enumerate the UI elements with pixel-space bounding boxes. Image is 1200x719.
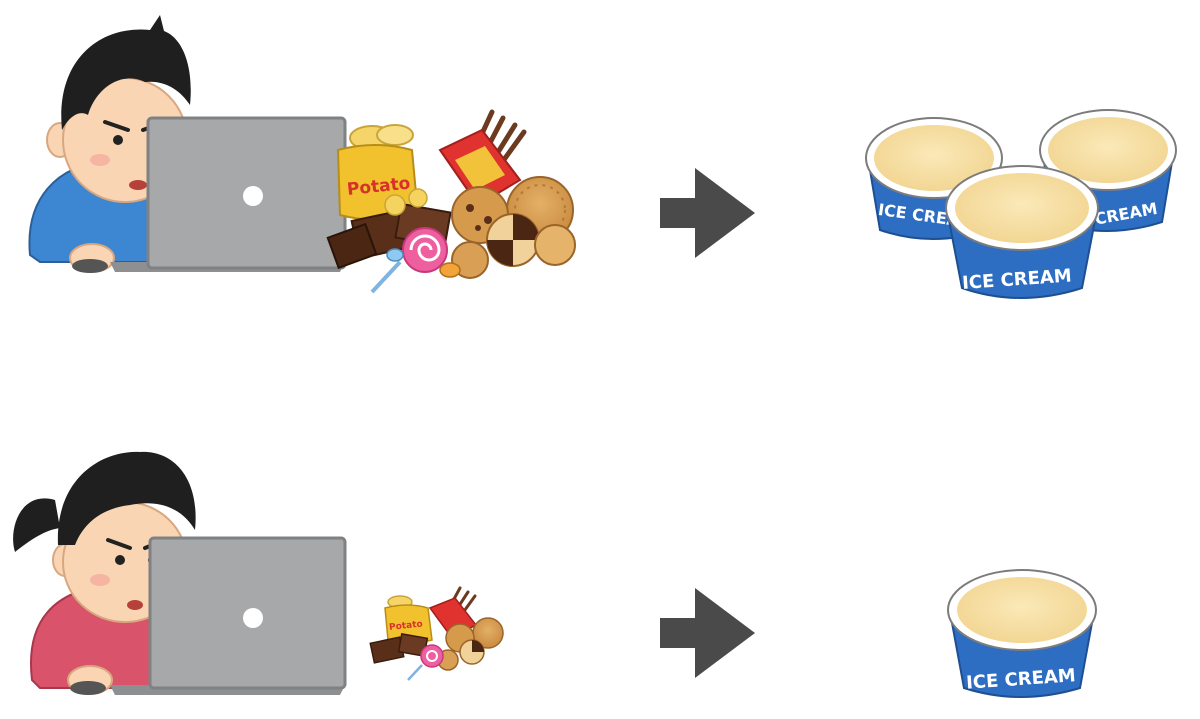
girl-hair bbox=[57, 451, 196, 545]
girl-laptop bbox=[110, 536, 347, 695]
boy-eye-left bbox=[113, 135, 123, 145]
ice-cream-cup: ICE CREAM bbox=[945, 165, 1099, 299]
apple-logo-dot bbox=[243, 186, 263, 206]
snack-pile-large: Potato bbox=[326, 109, 576, 294]
girl-mouse bbox=[70, 681, 106, 695]
pocky-box bbox=[438, 109, 527, 207]
girl-ponytail bbox=[13, 498, 60, 552]
girl-cheek bbox=[90, 574, 110, 586]
snack-pile-small: Potato bbox=[369, 586, 504, 681]
cookie bbox=[534, 224, 576, 266]
lollipop bbox=[370, 227, 448, 294]
boy-hair bbox=[61, 29, 191, 130]
arrow-right-icon bbox=[660, 588, 755, 678]
ice-cream-cups-three: ICE CREAM ICE CREAM ICE CREAM bbox=[865, 109, 1177, 299]
girl-eyebrow-left bbox=[106, 538, 132, 550]
boy-hair-tuft bbox=[150, 15, 165, 35]
boy-mouth bbox=[129, 180, 147, 190]
boy-eyebrow-left bbox=[103, 120, 130, 132]
ice-cream-cup: ICE CREAM bbox=[947, 569, 1097, 698]
girl-mouth bbox=[127, 600, 143, 610]
apple-logo-dot bbox=[243, 608, 263, 628]
girl-illustration bbox=[13, 451, 196, 695]
girl-eye-left bbox=[115, 555, 125, 565]
boy-laptop bbox=[110, 116, 347, 272]
cookie bbox=[451, 241, 489, 279]
boy-mouse bbox=[72, 259, 108, 273]
chips-bag-label: Potato bbox=[389, 619, 424, 632]
arrow-right-icon bbox=[660, 168, 755, 258]
row-1: Potato bbox=[28, 15, 1177, 299]
ice-cream-cup: ICE CREAM bbox=[1039, 109, 1177, 235]
boy-cheek bbox=[90, 154, 110, 166]
row-2: Potato ICE CREAM bbox=[13, 451, 1097, 698]
